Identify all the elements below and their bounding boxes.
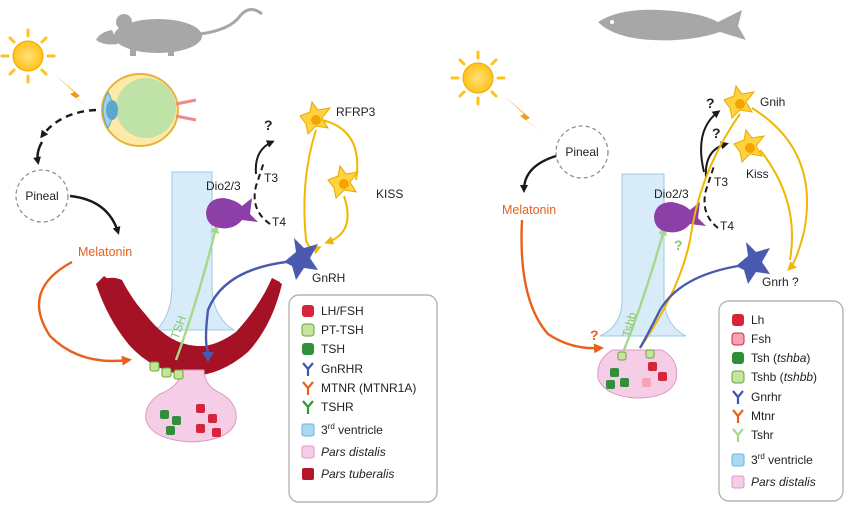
legend-text: Tshr <box>751 428 774 442</box>
kiss-label: Kiss <box>746 167 769 181</box>
sun-icon <box>0 28 56 84</box>
pineal-gland <box>15 169 69 223</box>
left-legend-items: LH/FSH PT-TSH TSH GnRHR MTNR (MTNR1A) TS… <box>301 304 416 481</box>
question-mark: ? <box>264 117 273 133</box>
red-cell-icon <box>302 305 314 317</box>
pars-distalis <box>145 369 237 443</box>
t3-label: T3 <box>714 175 728 189</box>
pineal-gland <box>555 125 609 179</box>
rfrp3-label: RFRP3 <box>336 105 376 119</box>
pink-square-icon <box>731 475 745 489</box>
gnrh-neuron <box>284 238 318 280</box>
dio-cell <box>206 198 258 229</box>
legend-text: Mtnr <box>751 409 775 423</box>
legend-text: GnRHR <box>321 362 363 376</box>
pars-distalis-cells <box>606 349 667 389</box>
dio-label: Dio2/3 <box>654 187 689 201</box>
red-square-icon <box>302 468 314 480</box>
question-mark: ? <box>674 237 683 253</box>
orange-receptor-icon <box>732 409 744 423</box>
legend-text: Pars distalis <box>321 445 386 459</box>
gnrh-label: Gnrh ? <box>762 275 799 289</box>
melatonin-label: Melatonin <box>502 203 556 217</box>
light-bolt-icon <box>504 96 542 132</box>
red-cell-icon <box>732 314 744 326</box>
gnrh-neuron <box>736 242 770 284</box>
legend-text: TSH <box>321 342 345 356</box>
t4-label: T4 <box>272 215 286 229</box>
legend-text: Pars tuberalis <box>321 467 394 481</box>
pineal-label: Pineal <box>25 189 58 203</box>
blue-receptor-icon <box>732 390 744 404</box>
green-cell-icon <box>732 352 744 364</box>
melatonin-label: Melatonin <box>78 245 132 259</box>
sun-icon <box>450 50 506 106</box>
green-receptor-icon <box>302 400 314 414</box>
legend-text: MTNR (MTNR1A) <box>321 381 416 395</box>
legend-text: Lh <box>751 313 764 327</box>
blue-square-icon <box>731 453 745 467</box>
legend-text: PT-TSH <box>321 323 364 337</box>
gnrh-label: GnRH <box>312 271 345 285</box>
light-bolt-icon <box>54 74 92 110</box>
kiss-neuron <box>327 164 360 200</box>
question-mark: ? <box>712 125 721 141</box>
legend-text: Pars distalis <box>751 475 816 489</box>
pink-square-icon <box>301 445 315 459</box>
blue-square-icon <box>301 423 315 437</box>
green-receptor-icon <box>732 428 744 442</box>
left-legend <box>288 294 438 503</box>
legend-text: 3rd ventricle <box>751 452 813 467</box>
third-ventricle <box>154 171 236 331</box>
legend-text: LH/FSH <box>321 304 364 318</box>
light-green-cell-icon <box>301 323 315 337</box>
left-panel: Pineal Melatonin TSH Dio2/3 <box>0 8 438 503</box>
legend-text: Tshb (tshbb) <box>751 370 817 384</box>
tshb-arrow-label: Tshb <box>619 310 639 338</box>
gnih-label: Gnih <box>760 95 785 109</box>
orange-receptor-icon <box>302 381 314 395</box>
kiss-neuron <box>733 128 766 164</box>
legend-text: TSHR <box>321 400 354 414</box>
legend-text: Fsh <box>751 332 771 346</box>
right-legend <box>718 300 844 502</box>
pt-tsh-cells <box>149 361 184 380</box>
dio-cell <box>654 202 706 233</box>
rfrp3-neuron <box>299 100 332 136</box>
gnih-neuron <box>723 84 756 120</box>
pars-distalis <box>597 349 678 399</box>
mouse-silhouette-icon <box>96 8 263 56</box>
t4-label: T4 <box>720 219 734 233</box>
right-legend-items: Lh Fsh Tsh (tshba) Tshb (tshbb) Gnrhr Mt… <box>731 313 817 489</box>
legend-text: 3rd ventricle <box>321 422 383 437</box>
question-mark: ? <box>706 95 715 111</box>
right-panel: Pineal Melatonin ? Tshb ? Dio2/3 T4 T3 ?… <box>450 9 844 502</box>
t3-label: T3 <box>264 171 278 185</box>
fish-silhouette-icon <box>598 9 746 41</box>
question-mark: ? <box>590 327 599 343</box>
pars-distalis-cells <box>160 404 221 437</box>
green-cell-icon <box>302 343 314 355</box>
legend-text: Gnrhr <box>751 390 782 404</box>
light-green-cell-icon <box>731 370 745 384</box>
blue-receptor-icon <box>302 362 314 376</box>
eye-icon <box>101 73 197 147</box>
dio-label: Dio2/3 <box>206 179 241 193</box>
pineal-label: Pineal <box>565 145 598 159</box>
pink-cell-icon <box>731 332 745 346</box>
legend-text: Tsh (tshba) <box>751 351 810 365</box>
kiss-label: KISS <box>376 187 403 201</box>
